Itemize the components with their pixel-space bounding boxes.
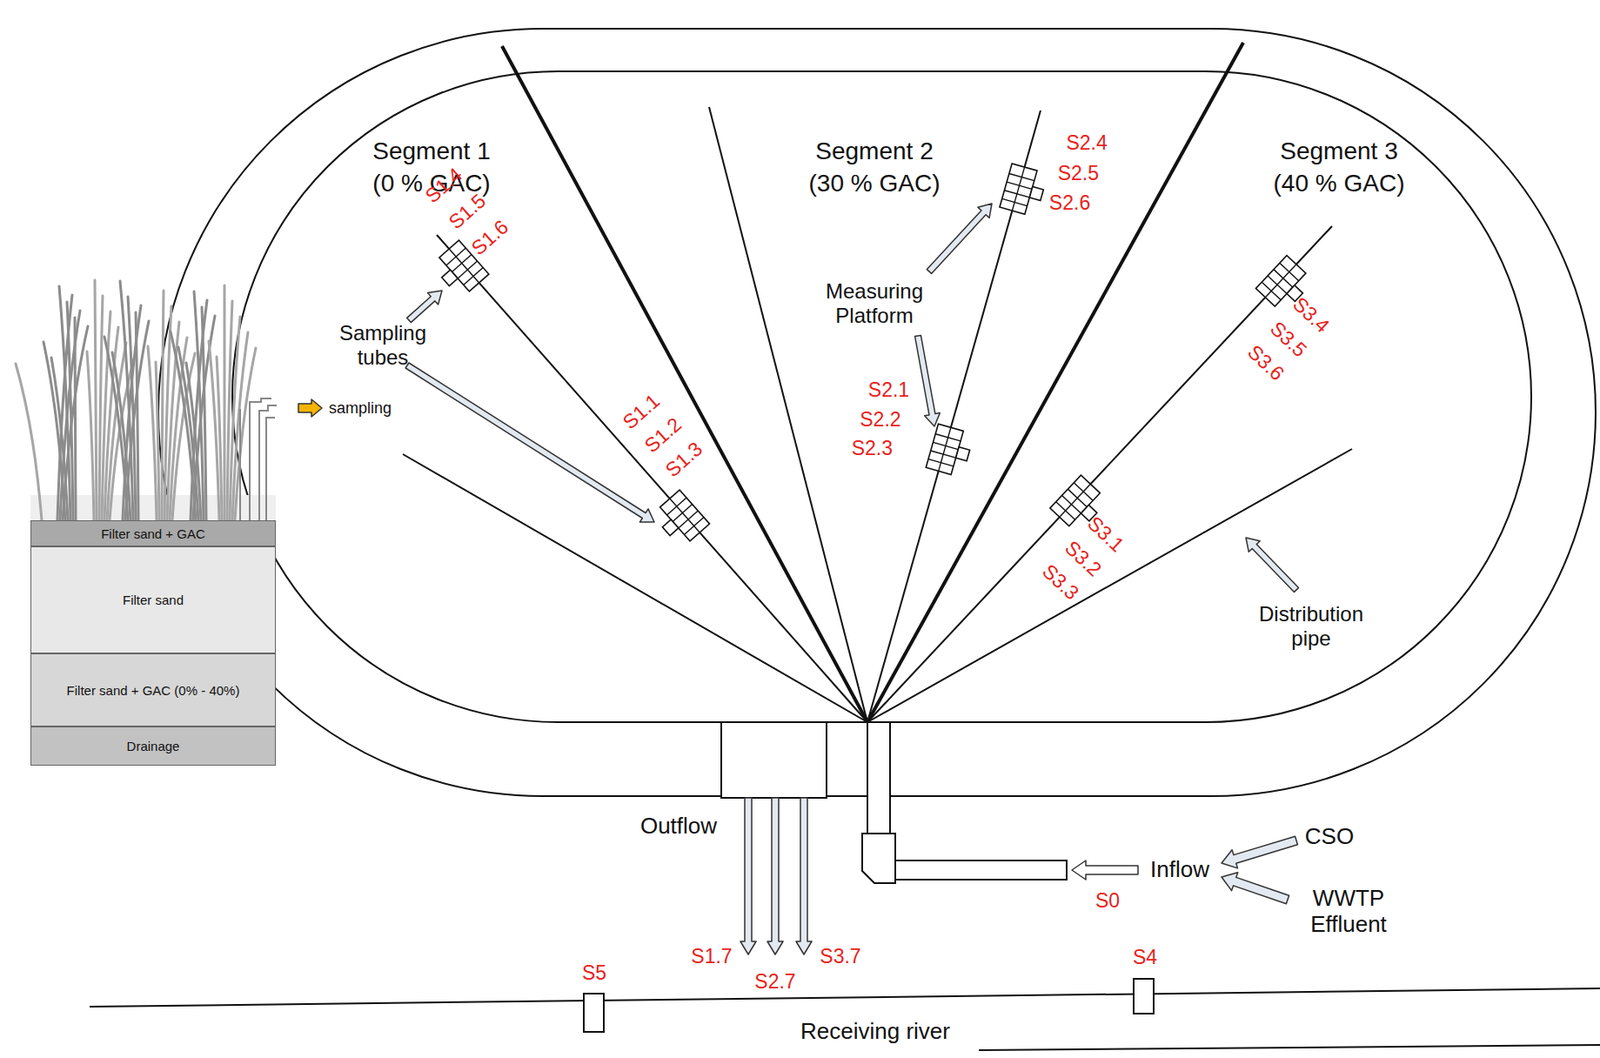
callout-text: Sampling tubes bbox=[331, 321, 435, 369]
river-sampling-point bbox=[583, 993, 604, 1032]
layer-label: Drainage bbox=[127, 738, 181, 754]
flow-arrow bbox=[1221, 872, 1290, 904]
reed-blade bbox=[122, 305, 141, 521]
river-sampling-point bbox=[1133, 978, 1154, 1014]
callout-number: S5 bbox=[582, 961, 607, 985]
measuring-platform bbox=[651, 489, 710, 549]
outer-basin bbox=[158, 28, 1596, 797]
outflow-pipe bbox=[767, 797, 784, 955]
sample-point-label: S2.6 bbox=[1049, 191, 1091, 215]
river-label: Receiving river bbox=[800, 1018, 951, 1045]
layer-label: Filter sand + GAC bbox=[100, 526, 206, 542]
flow-arrow bbox=[1221, 836, 1298, 869]
reed-blade bbox=[227, 301, 233, 521]
segment-title: Segment 3 bbox=[1279, 137, 1398, 166]
outflow-chamber bbox=[721, 722, 827, 798]
soil-layer: Filter sand bbox=[30, 546, 276, 654]
sample-point-label: S2.2 bbox=[859, 407, 901, 430]
reed-blade bbox=[94, 280, 97, 521]
callout-text: Distribution pipe bbox=[1245, 602, 1377, 650]
distribution-pipe bbox=[709, 107, 868, 723]
sample-point-label: S1.4 bbox=[421, 162, 468, 208]
inflow-pipe bbox=[893, 860, 1067, 880]
flow-label: Outflow bbox=[640, 813, 717, 840]
layer-label: Filter sand bbox=[122, 592, 184, 608]
flow-label: Inflow bbox=[1150, 856, 1210, 884]
reed-blade bbox=[147, 346, 157, 521]
inner-basin bbox=[232, 71, 1532, 723]
source-label: WWTP Effluent bbox=[1297, 885, 1400, 938]
segment-title: (40 % GAC) bbox=[1273, 169, 1406, 198]
callout-number: S1.7 bbox=[690, 944, 732, 968]
reed-blade bbox=[15, 363, 42, 521]
leader-arrow bbox=[1245, 537, 1299, 592]
sample-point-label: S2.5 bbox=[1057, 161, 1099, 185]
callout-number: S0 bbox=[1095, 889, 1120, 912]
source-label: CSO bbox=[1305, 823, 1354, 851]
flow-arrow bbox=[1071, 860, 1139, 880]
measuring-platform bbox=[999, 163, 1049, 218]
pipe-elbow bbox=[862, 833, 896, 884]
callout-text: Measuring Platform bbox=[815, 279, 934, 328]
soil-layer: Filter sand + GAC bbox=[30, 520, 276, 547]
sample-point-label: S1.6 bbox=[467, 214, 514, 260]
segment-title: Segment 1 bbox=[372, 137, 490, 166]
callout-number: S2.7 bbox=[754, 970, 796, 993]
segment-title: Segment 2 bbox=[815, 137, 933, 166]
reed-blade bbox=[87, 351, 94, 521]
distribution-pipe bbox=[867, 448, 1353, 723]
leader-arrow bbox=[915, 334, 941, 427]
reed-blade bbox=[223, 285, 227, 521]
reed-blade bbox=[190, 300, 208, 521]
sampling-arrow bbox=[298, 399, 322, 417]
layer-label: Filter sand + GAC (0% - 40%) bbox=[66, 682, 241, 698]
leader-arrow bbox=[926, 203, 992, 274]
leader-arrow bbox=[405, 362, 655, 523]
reed-blade bbox=[208, 341, 220, 521]
segment-title: (30 % GAC) bbox=[809, 169, 941, 198]
callout-text: sampling bbox=[328, 399, 392, 418]
callout-number: S3.7 bbox=[819, 944, 861, 968]
inflow-pipe bbox=[867, 722, 891, 834]
reed-blade bbox=[99, 295, 103, 521]
sample-point-label: S2.4 bbox=[1065, 131, 1107, 154]
river-bank bbox=[978, 1044, 1600, 1051]
sample-point-label: S2.3 bbox=[851, 436, 893, 460]
reed-blade bbox=[164, 306, 172, 521]
reed-blade bbox=[57, 294, 73, 521]
river-bank bbox=[89, 988, 1600, 1007]
outflow-pipe bbox=[740, 797, 757, 955]
soil-layer: Drainage bbox=[30, 726, 276, 766]
soil-layer: Filter sand + GAC (0% - 40%) bbox=[30, 653, 276, 727]
segment-wall bbox=[502, 46, 868, 723]
distribution-pipe bbox=[436, 234, 868, 723]
reed-blade bbox=[161, 290, 164, 521]
leader-arrow bbox=[407, 290, 442, 323]
callout-number: S4 bbox=[1132, 945, 1158, 969]
measuring-platform bbox=[925, 423, 975, 478]
distribution-pipe bbox=[402, 454, 868, 723]
outflow-pipe bbox=[796, 797, 812, 955]
sample-point-label: S2.1 bbox=[868, 378, 910, 402]
